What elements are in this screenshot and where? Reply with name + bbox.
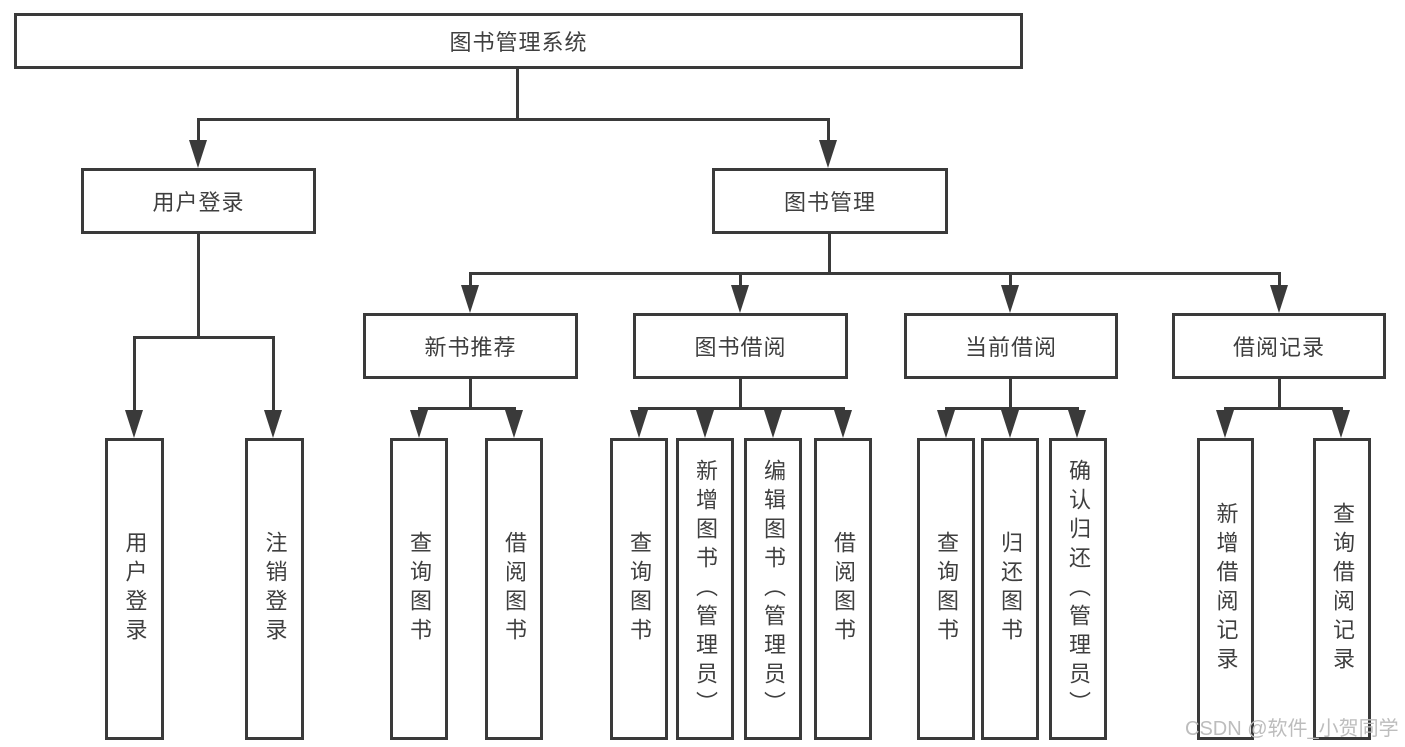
leaf-label: 查询借阅记录 bbox=[1330, 502, 1355, 676]
leaf-return-books: 归还图书 bbox=[981, 438, 1039, 740]
node-label: 图书借阅 bbox=[694, 335, 787, 360]
connector-line bbox=[1009, 378, 1012, 410]
arrowhead-down-icon bbox=[1001, 285, 1019, 313]
connector-line bbox=[739, 378, 742, 410]
arrowhead-down-icon bbox=[731, 285, 749, 313]
connector-line bbox=[133, 336, 275, 339]
arrowhead-down-icon bbox=[819, 140, 837, 168]
node-label: 新书推荐 bbox=[424, 335, 517, 360]
node-label: 用户登录 bbox=[152, 190, 245, 215]
arrowhead-down-icon bbox=[1270, 285, 1288, 313]
connector-line bbox=[516, 68, 519, 120]
arrowhead-down-icon bbox=[1332, 410, 1350, 438]
leaf-label: 编辑图书（管理员） bbox=[761, 458, 786, 720]
arrowhead-down-icon bbox=[461, 285, 479, 313]
leaf-query-books: 查询图书 bbox=[610, 438, 668, 740]
leaf-edit-book-admin: 编辑图书（管理员） bbox=[744, 438, 802, 740]
connector-line bbox=[739, 272, 742, 290]
leaf-label: 查询图书 bbox=[934, 531, 959, 647]
node-book-management: 图书管理 bbox=[712, 168, 948, 234]
connector-line bbox=[828, 233, 831, 274]
leaf-label: 查询图书 bbox=[407, 531, 432, 647]
arrowhead-down-icon bbox=[764, 410, 782, 438]
arrowhead-down-icon bbox=[505, 410, 523, 438]
leaf-label: 注销登录 bbox=[262, 531, 288, 647]
connector-line bbox=[1278, 272, 1281, 290]
connector-line bbox=[197, 118, 830, 121]
node-book-borrowing: 图书借阅 bbox=[633, 313, 848, 379]
leaf-query-books: 查询图书 bbox=[390, 438, 448, 740]
leaf-label: 用户登录 bbox=[122, 531, 148, 647]
arrowhead-down-icon bbox=[1001, 410, 1019, 438]
node-label: 图书管理 bbox=[783, 190, 876, 215]
leaf-user-login: 用户登录 bbox=[105, 438, 164, 740]
connector-line bbox=[638, 407, 844, 410]
leaf-label: 新增借阅记录 bbox=[1213, 502, 1239, 676]
arrowhead-down-icon bbox=[696, 410, 714, 438]
connector-line bbox=[1278, 378, 1281, 410]
node-label: 当前借阅 bbox=[964, 335, 1057, 360]
leaf-borrow-books: 借阅图书 bbox=[485, 438, 543, 740]
node-label: 借阅记录 bbox=[1232, 335, 1325, 360]
arrowhead-down-icon bbox=[1068, 410, 1086, 438]
node-borrow-records: 借阅记录 bbox=[1172, 313, 1386, 379]
leaf-label: 确认归还（管理员） bbox=[1066, 458, 1091, 720]
connector-line bbox=[197, 118, 200, 145]
connector-line bbox=[1009, 272, 1012, 290]
leaf-borrow-books: 借阅图书 bbox=[814, 438, 872, 740]
arrowhead-down-icon bbox=[410, 410, 428, 438]
arrowhead-down-icon bbox=[264, 410, 282, 438]
connector-line bbox=[133, 336, 136, 414]
leaf-label: 查询图书 bbox=[627, 531, 652, 647]
arrowhead-down-icon bbox=[189, 140, 207, 168]
leaf-label: 借阅图书 bbox=[502, 531, 527, 647]
node-current-borrowing: 当前借阅 bbox=[904, 313, 1118, 379]
leaf-label: 借阅图书 bbox=[831, 531, 856, 647]
leaf-logout: 注销登录 bbox=[245, 438, 304, 740]
watermark: CSDN @软件_小贺同学 bbox=[1185, 718, 1399, 740]
arrowhead-down-icon bbox=[937, 410, 955, 438]
leaf-confirm-return-admin: 确认归还（管理员） bbox=[1049, 438, 1107, 740]
leaf-add-book-admin: 新增图书（管理员） bbox=[676, 438, 734, 740]
node-user-login: 用户登录 bbox=[81, 168, 316, 234]
connector-line bbox=[197, 233, 200, 339]
connector-line bbox=[827, 118, 830, 145]
leaf-add-borrow-record: 新增借阅记录 bbox=[1197, 438, 1254, 740]
leaf-label: 新增图书（管理员） bbox=[693, 458, 718, 720]
leaf-query-books: 查询图书 bbox=[917, 438, 975, 740]
arrowhead-down-icon bbox=[1216, 410, 1234, 438]
leaf-label: 归还图书 bbox=[998, 531, 1023, 647]
connector-line bbox=[272, 336, 275, 414]
node-label: 图书管理系统 bbox=[449, 30, 588, 55]
connector-line bbox=[945, 407, 1079, 410]
connector-line bbox=[469, 272, 1280, 275]
connector-line bbox=[469, 272, 472, 290]
arrowhead-down-icon bbox=[125, 410, 143, 438]
connector-line bbox=[418, 407, 516, 410]
arrowhead-down-icon bbox=[834, 410, 852, 438]
arrowhead-down-icon bbox=[630, 410, 648, 438]
connector-line bbox=[1224, 407, 1343, 410]
connector-line bbox=[469, 378, 472, 410]
leaf-query-borrow-record: 查询借阅记录 bbox=[1313, 438, 1371, 740]
node-root-system: 图书管理系统 bbox=[14, 13, 1023, 69]
node-new-book-recommend: 新书推荐 bbox=[363, 313, 578, 379]
